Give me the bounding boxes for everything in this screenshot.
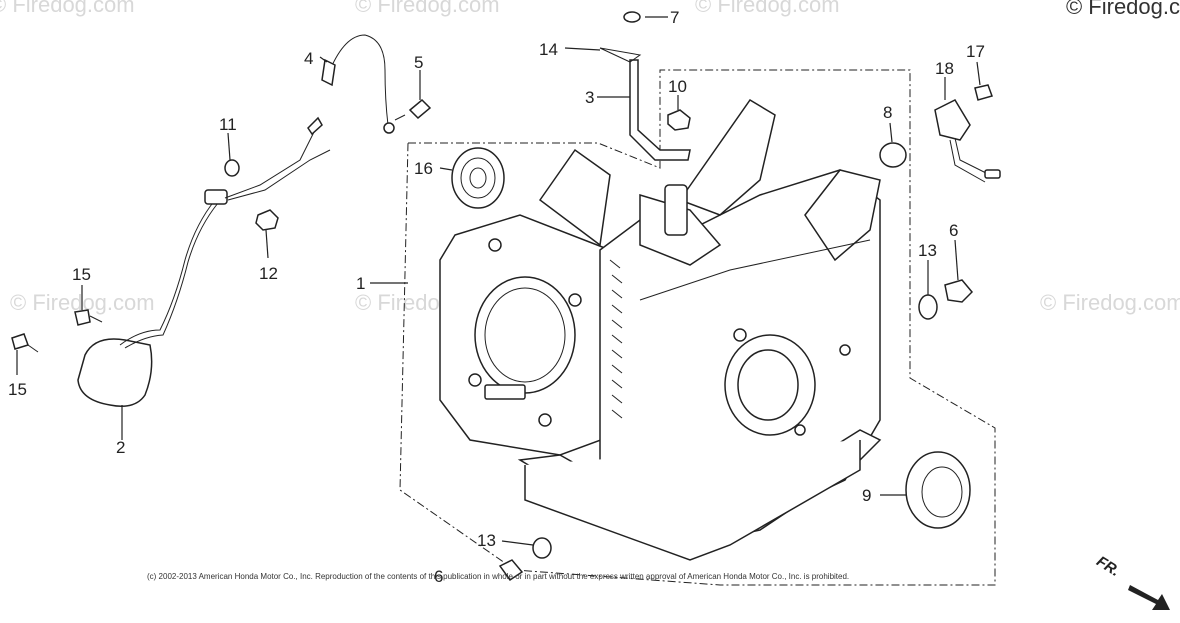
part-11-washer: [224, 159, 240, 177]
part-5-bolt: [394, 98, 432, 121]
front-arrow: [1128, 585, 1170, 610]
callout-12: 12: [259, 264, 278, 283]
part-6-bolt: [498, 559, 524, 582]
callout-16: 16: [414, 159, 433, 178]
part-2-oil-sensor: [77, 116, 331, 407]
callout-18: 18: [935, 59, 954, 78]
watermark: © Firedog.com: [0, 0, 135, 17]
part-10-nut: [667, 109, 691, 131]
part-4-ground-cable: [321, 34, 395, 134]
part-15-bolt: [74, 309, 91, 326]
part-13-washer: [532, 537, 552, 559]
part-15-bolt: [11, 333, 29, 350]
callout-5: 5: [414, 53, 424, 72]
part-7-washer: [623, 11, 641, 23]
callout-3: 3: [585, 88, 595, 107]
callout-6: 6: [434, 567, 444, 586]
copyright-top: © Firedog.c: [1065, 0, 1180, 19]
watermark: © Firedog.com: [1040, 290, 1180, 315]
callout-17: 17: [966, 42, 985, 61]
callout-15: 15: [8, 380, 27, 399]
callout-11: 11: [219, 115, 237, 134]
part-16-bearing: [451, 147, 505, 209]
part-13-washer: [918, 294, 938, 320]
callout-1: 1: [356, 274, 366, 293]
assembly-outline: [399, 69, 996, 586]
part-17-screw: [974, 84, 993, 101]
callout-9: 9: [862, 486, 872, 505]
watermark: © Firedog.com: [355, 0, 500, 17]
part-9-oil-seal: [905, 451, 971, 529]
part-18-switch: [934, 99, 1001, 183]
part-12-nut: [255, 209, 279, 231]
callout-15: 15: [72, 265, 91, 284]
callout-4: 4: [304, 49, 314, 68]
callout-14: 14: [539, 40, 558, 59]
part-3-governor-arm: [599, 47, 691, 161]
callout-7: 7: [670, 8, 680, 27]
callout-6: 6: [949, 221, 959, 240]
callout-2: 2: [116, 438, 126, 457]
callout-8: 8: [883, 103, 893, 122]
callout-13: 13: [477, 531, 496, 550]
watermark: © Firedog.com: [695, 0, 840, 17]
callout-13: 13: [918, 241, 937, 260]
part-6-bolt: [944, 279, 974, 303]
part-8-seal: [879, 142, 907, 168]
copyright-notice: (c) 2002-2013 American Honda Motor Co., …: [147, 572, 850, 581]
cylinder-block: [439, 98, 882, 561]
leader-lines: [16, 16, 981, 546]
callout-10: 10: [668, 77, 687, 96]
